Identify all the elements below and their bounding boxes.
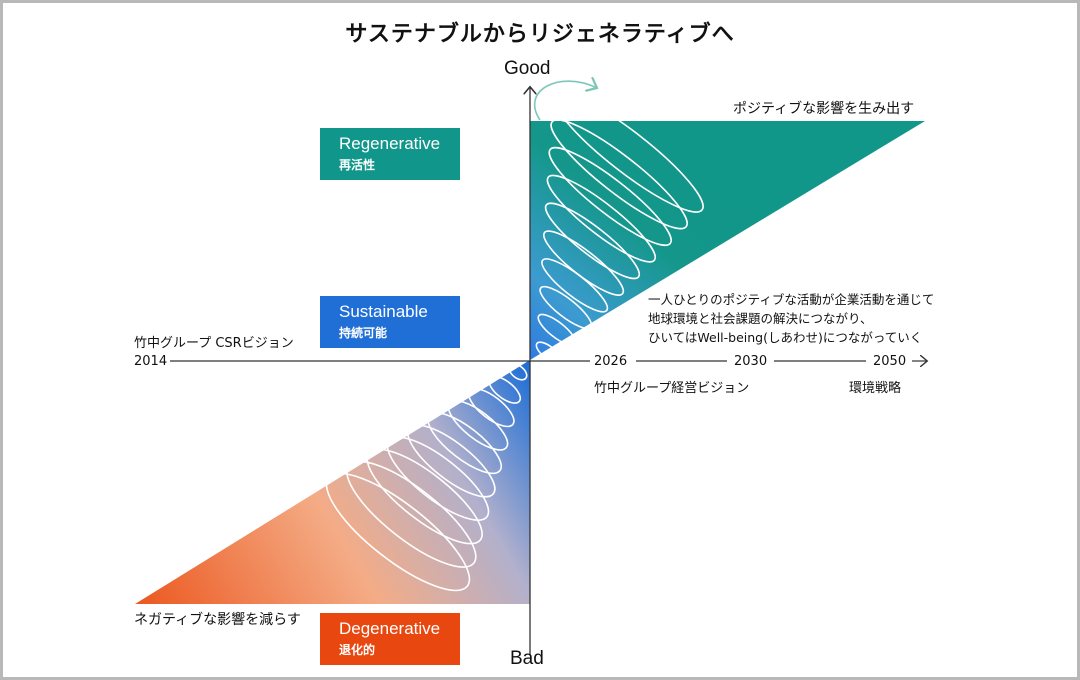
spiral-loop	[488, 375, 522, 404]
csr-vision-heading: 竹中グループ CSRビジョン	[134, 336, 294, 351]
spiral-loop	[467, 387, 515, 428]
spiral-loop	[546, 174, 657, 263]
spiral-loop	[427, 412, 502, 475]
year-2014: 2014	[134, 354, 168, 369]
regenerative-label: Regenerative	[339, 134, 441, 153]
negative-impact-label: ネガティブな影響を減らす	[134, 612, 301, 628]
axis-label-good: Good	[504, 58, 551, 79]
spiral-loop	[325, 472, 471, 592]
spiral-loop	[407, 424, 496, 498]
spiral-loop	[447, 400, 509, 451]
spiral-loop	[542, 230, 625, 296]
spiral-tail-arrow	[533, 81, 597, 121]
spiral-loop	[548, 146, 672, 247]
degenerative-label: Degenerative	[339, 619, 441, 638]
year-2050: 2050	[873, 354, 907, 369]
spiral-loop	[386, 436, 490, 521]
spiral-loop	[544, 202, 641, 280]
spiral-loop	[366, 448, 483, 545]
spiral-loop	[537, 313, 577, 346]
sustainable-label-jp: 持続可能	[339, 326, 388, 340]
spiral-loop	[550, 119, 688, 230]
management-vision-caption: 竹中グループ経営ビジョン	[594, 381, 750, 396]
spiral-loop	[539, 285, 593, 330]
diagram-title: サステナブルからリジェネラティブへ	[345, 21, 735, 47]
year-2030: 2030	[734, 354, 768, 369]
description-line: 地球環境と社会課題の解決につながり、	[648, 311, 873, 326]
regenerative-box: Regenerative 再活性	[320, 128, 460, 180]
description-line: 一人ひとりのポジティブな活動が企業活動を通じて	[648, 292, 935, 307]
sustainable-box: Sustainable 持続可能	[320, 296, 460, 348]
degenerative-triangle	[135, 360, 530, 604]
regenerative-triangle	[530, 121, 925, 360]
degenerative-label-jp: 退化的	[339, 643, 376, 657]
spiral-loop	[552, 91, 704, 213]
regenerative-label-jp: 再活性	[339, 158, 376, 172]
positive-impact-label: ポジティブな影響を生み出す	[733, 101, 915, 117]
degenerative-box: Degenerative 退化的	[320, 613, 460, 665]
environment-strategy-caption: 環境戦略	[849, 381, 902, 396]
description-text: 一人ひとりのポジティブな活動が企業活動を通じて 地球環境と社会課題の解決につなが…	[648, 290, 934, 347]
sustainable-label: Sustainable	[339, 302, 428, 321]
spiral-loop	[346, 460, 477, 568]
spiral-loops	[325, 91, 704, 592]
axis-label-bad: Bad	[510, 648, 544, 669]
spiral-loop	[508, 363, 528, 381]
description-line: ひいてはWell-being(しあわせ)につながっていく	[648, 330, 923, 345]
year-2026: 2026	[594, 354, 628, 369]
